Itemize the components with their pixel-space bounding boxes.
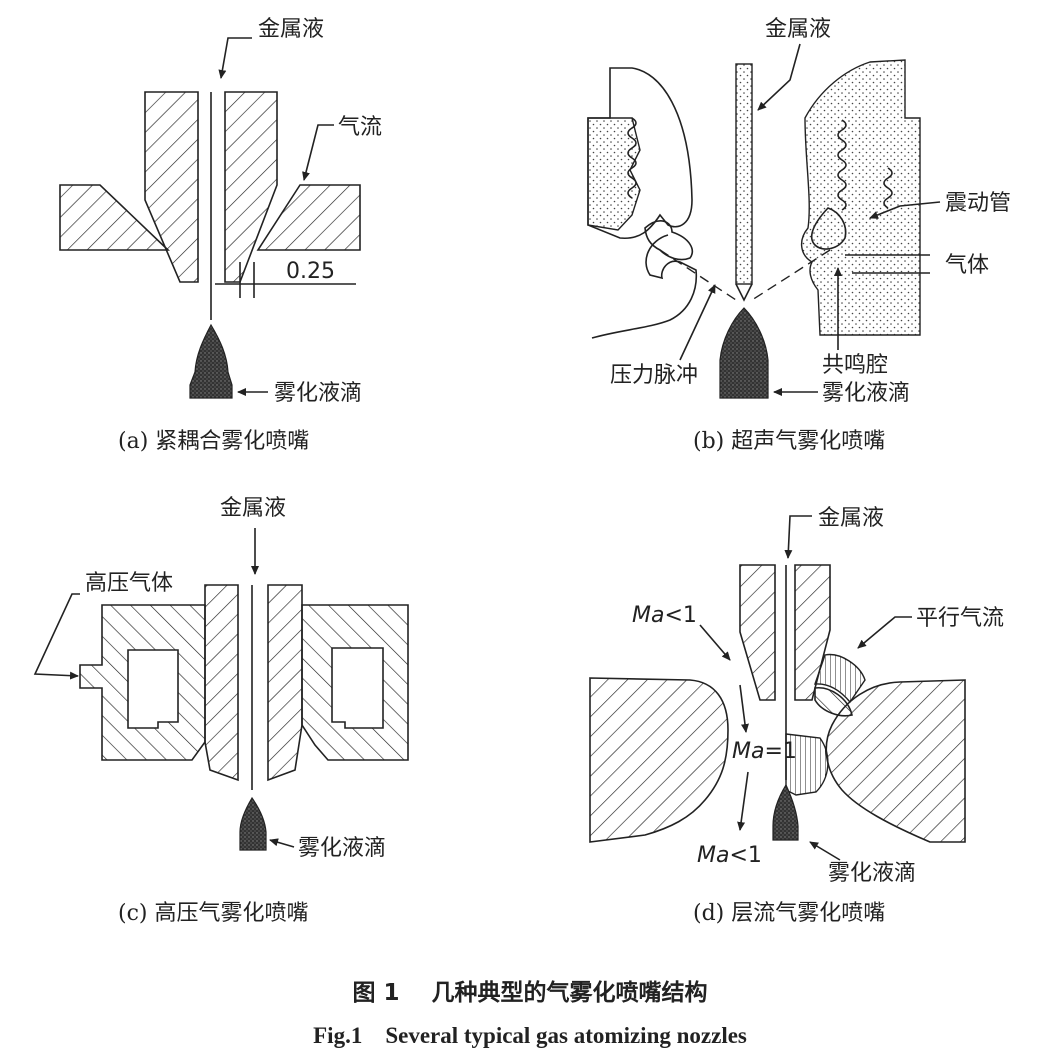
left-inner-nozzle-d bbox=[739, 564, 776, 701]
left-nozzle-body bbox=[144, 91, 199, 283]
metal-liquid-arrow-d bbox=[784, 515, 812, 559]
right-big-body bbox=[825, 679, 966, 843]
resonant-cavity-label: 共鸣腔 bbox=[822, 353, 888, 378]
mach-lt1-bot-sym: Ma bbox=[697, 843, 729, 868]
left-housing bbox=[587, 67, 693, 240]
panel-a: 0.25 金属液 气流 雾化液滴 (a) 紧耦合雾化喷嘴 bbox=[59, 17, 382, 454]
pressure-pulse-label: 压力脉冲 bbox=[610, 363, 698, 388]
droplet-label-b: 雾化液滴 bbox=[822, 381, 910, 406]
right-nozzle-lip bbox=[811, 207, 847, 250]
mach-arrow-mid bbox=[739, 684, 749, 733]
droplet-label: 雾化液滴 bbox=[274, 381, 362, 406]
right-gas-channel bbox=[845, 254, 930, 274]
parallel-flow-patch-2 bbox=[814, 687, 853, 717]
rod-tip bbox=[735, 283, 753, 302]
droplet-plume-b bbox=[719, 307, 769, 399]
caption-c: (c) 高压气雾化喷嘴 bbox=[118, 901, 308, 926]
left-wavy-tube bbox=[627, 117, 637, 199]
caption-a: (a) 紧耦合雾化喷嘴 bbox=[118, 429, 309, 454]
metal-liquid-label: 金属液 bbox=[258, 17, 324, 42]
right-wavy-tube-2 bbox=[883, 167, 893, 209]
mach-lt1-bot: Ma<1 bbox=[697, 843, 762, 868]
droplet-plume-c bbox=[239, 796, 267, 851]
mach-eq1: Ma=1 bbox=[732, 739, 797, 764]
gas-flow-label: 气流 bbox=[338, 115, 382, 140]
center-rod bbox=[735, 63, 753, 285]
vibration-tube-label: 震动管 bbox=[945, 191, 1011, 216]
right-nozzle-body bbox=[224, 91, 278, 283]
metal-liquid-label-b: 金属液 bbox=[765, 17, 831, 42]
droplet-label-d: 雾化液滴 bbox=[828, 861, 916, 886]
left-lower-housing bbox=[591, 234, 698, 339]
left-cavity bbox=[127, 649, 179, 729]
metal-liquid-label-c: 金属液 bbox=[220, 496, 286, 521]
figure-title-cn: 图 1 几种典型的气雾化喷嘴结构 bbox=[352, 979, 707, 1006]
left-inner-nozzle bbox=[204, 584, 239, 782]
mach-arrow-top bbox=[699, 624, 731, 661]
left-big-body bbox=[589, 677, 729, 843]
figure-title-en: Fig.1 Several typical gas atomizing nozz… bbox=[313, 1023, 747, 1048]
gas-label-b: 气体 bbox=[945, 253, 989, 278]
parallel-flow-label: 平行气流 bbox=[916, 606, 1004, 631]
droplet-label-c: 雾化液滴 bbox=[298, 836, 386, 861]
right-inner-nozzle bbox=[267, 584, 303, 782]
droplet-plume-d bbox=[772, 783, 799, 841]
panel-d: 金属液 平行气流 Ma<1 Ma=1 Ma<1 雾化液滴 (d) 层流气雾化喷嘴 bbox=[589, 506, 1004, 926]
metal-liquid-label-d: 金属液 bbox=[818, 506, 884, 531]
pressure-pulse-arrow bbox=[679, 284, 716, 361]
caption-b: (b) 超声气雾化喷嘴 bbox=[693, 429, 885, 454]
vibration-tube-arrow bbox=[869, 201, 941, 219]
droplet-arrow-c bbox=[269, 838, 295, 848]
mach-lt1-top: Ma<1 bbox=[632, 603, 697, 628]
left-nozzle-lip bbox=[644, 220, 694, 261]
metal-liquid-arrow-b bbox=[757, 43, 801, 111]
mach-lt1-top-sym: Ma bbox=[632, 603, 664, 628]
left-dotted-chamber bbox=[587, 117, 641, 231]
droplet-arrow-d bbox=[809, 841, 841, 861]
mach-plume bbox=[785, 733, 829, 796]
parallel-flow-patch bbox=[813, 653, 866, 704]
panel-b: 金属液 震动管 气体 压力脉冲 共鸣腔 雾化液滴 (b) 超声气雾化喷嘴 bbox=[587, 17, 1011, 454]
mach-eq1-val: =1 bbox=[764, 739, 796, 764]
mach-lt1-top-val: <1 bbox=[664, 603, 696, 628]
right-cavity bbox=[331, 647, 384, 729]
right-wavy-tube bbox=[837, 119, 847, 211]
mach-arrow-bot bbox=[737, 771, 749, 831]
mach-lt1-bot-val: <1 bbox=[729, 843, 761, 868]
high-pressure-gas-label: 高压气体 bbox=[85, 571, 173, 596]
high-pressure-gas-arrow bbox=[33, 593, 80, 680]
panel-c: 金属液 高压气体 雾化液滴 (c) 高压气雾化喷嘴 bbox=[33, 496, 409, 926]
gas-flow-arrow bbox=[302, 124, 334, 181]
parallel-flow-arrow bbox=[857, 616, 912, 649]
right-housing bbox=[801, 59, 921, 336]
metal-liquid-arrow bbox=[218, 37, 252, 79]
mach-eq1-sym: Ma bbox=[732, 739, 764, 764]
gap-dimension-label: 0.25 bbox=[286, 259, 335, 284]
droplet-plume bbox=[189, 323, 233, 399]
caption-d: (d) 层流气雾化喷嘴 bbox=[693, 901, 885, 926]
right-gas-block bbox=[256, 184, 361, 251]
